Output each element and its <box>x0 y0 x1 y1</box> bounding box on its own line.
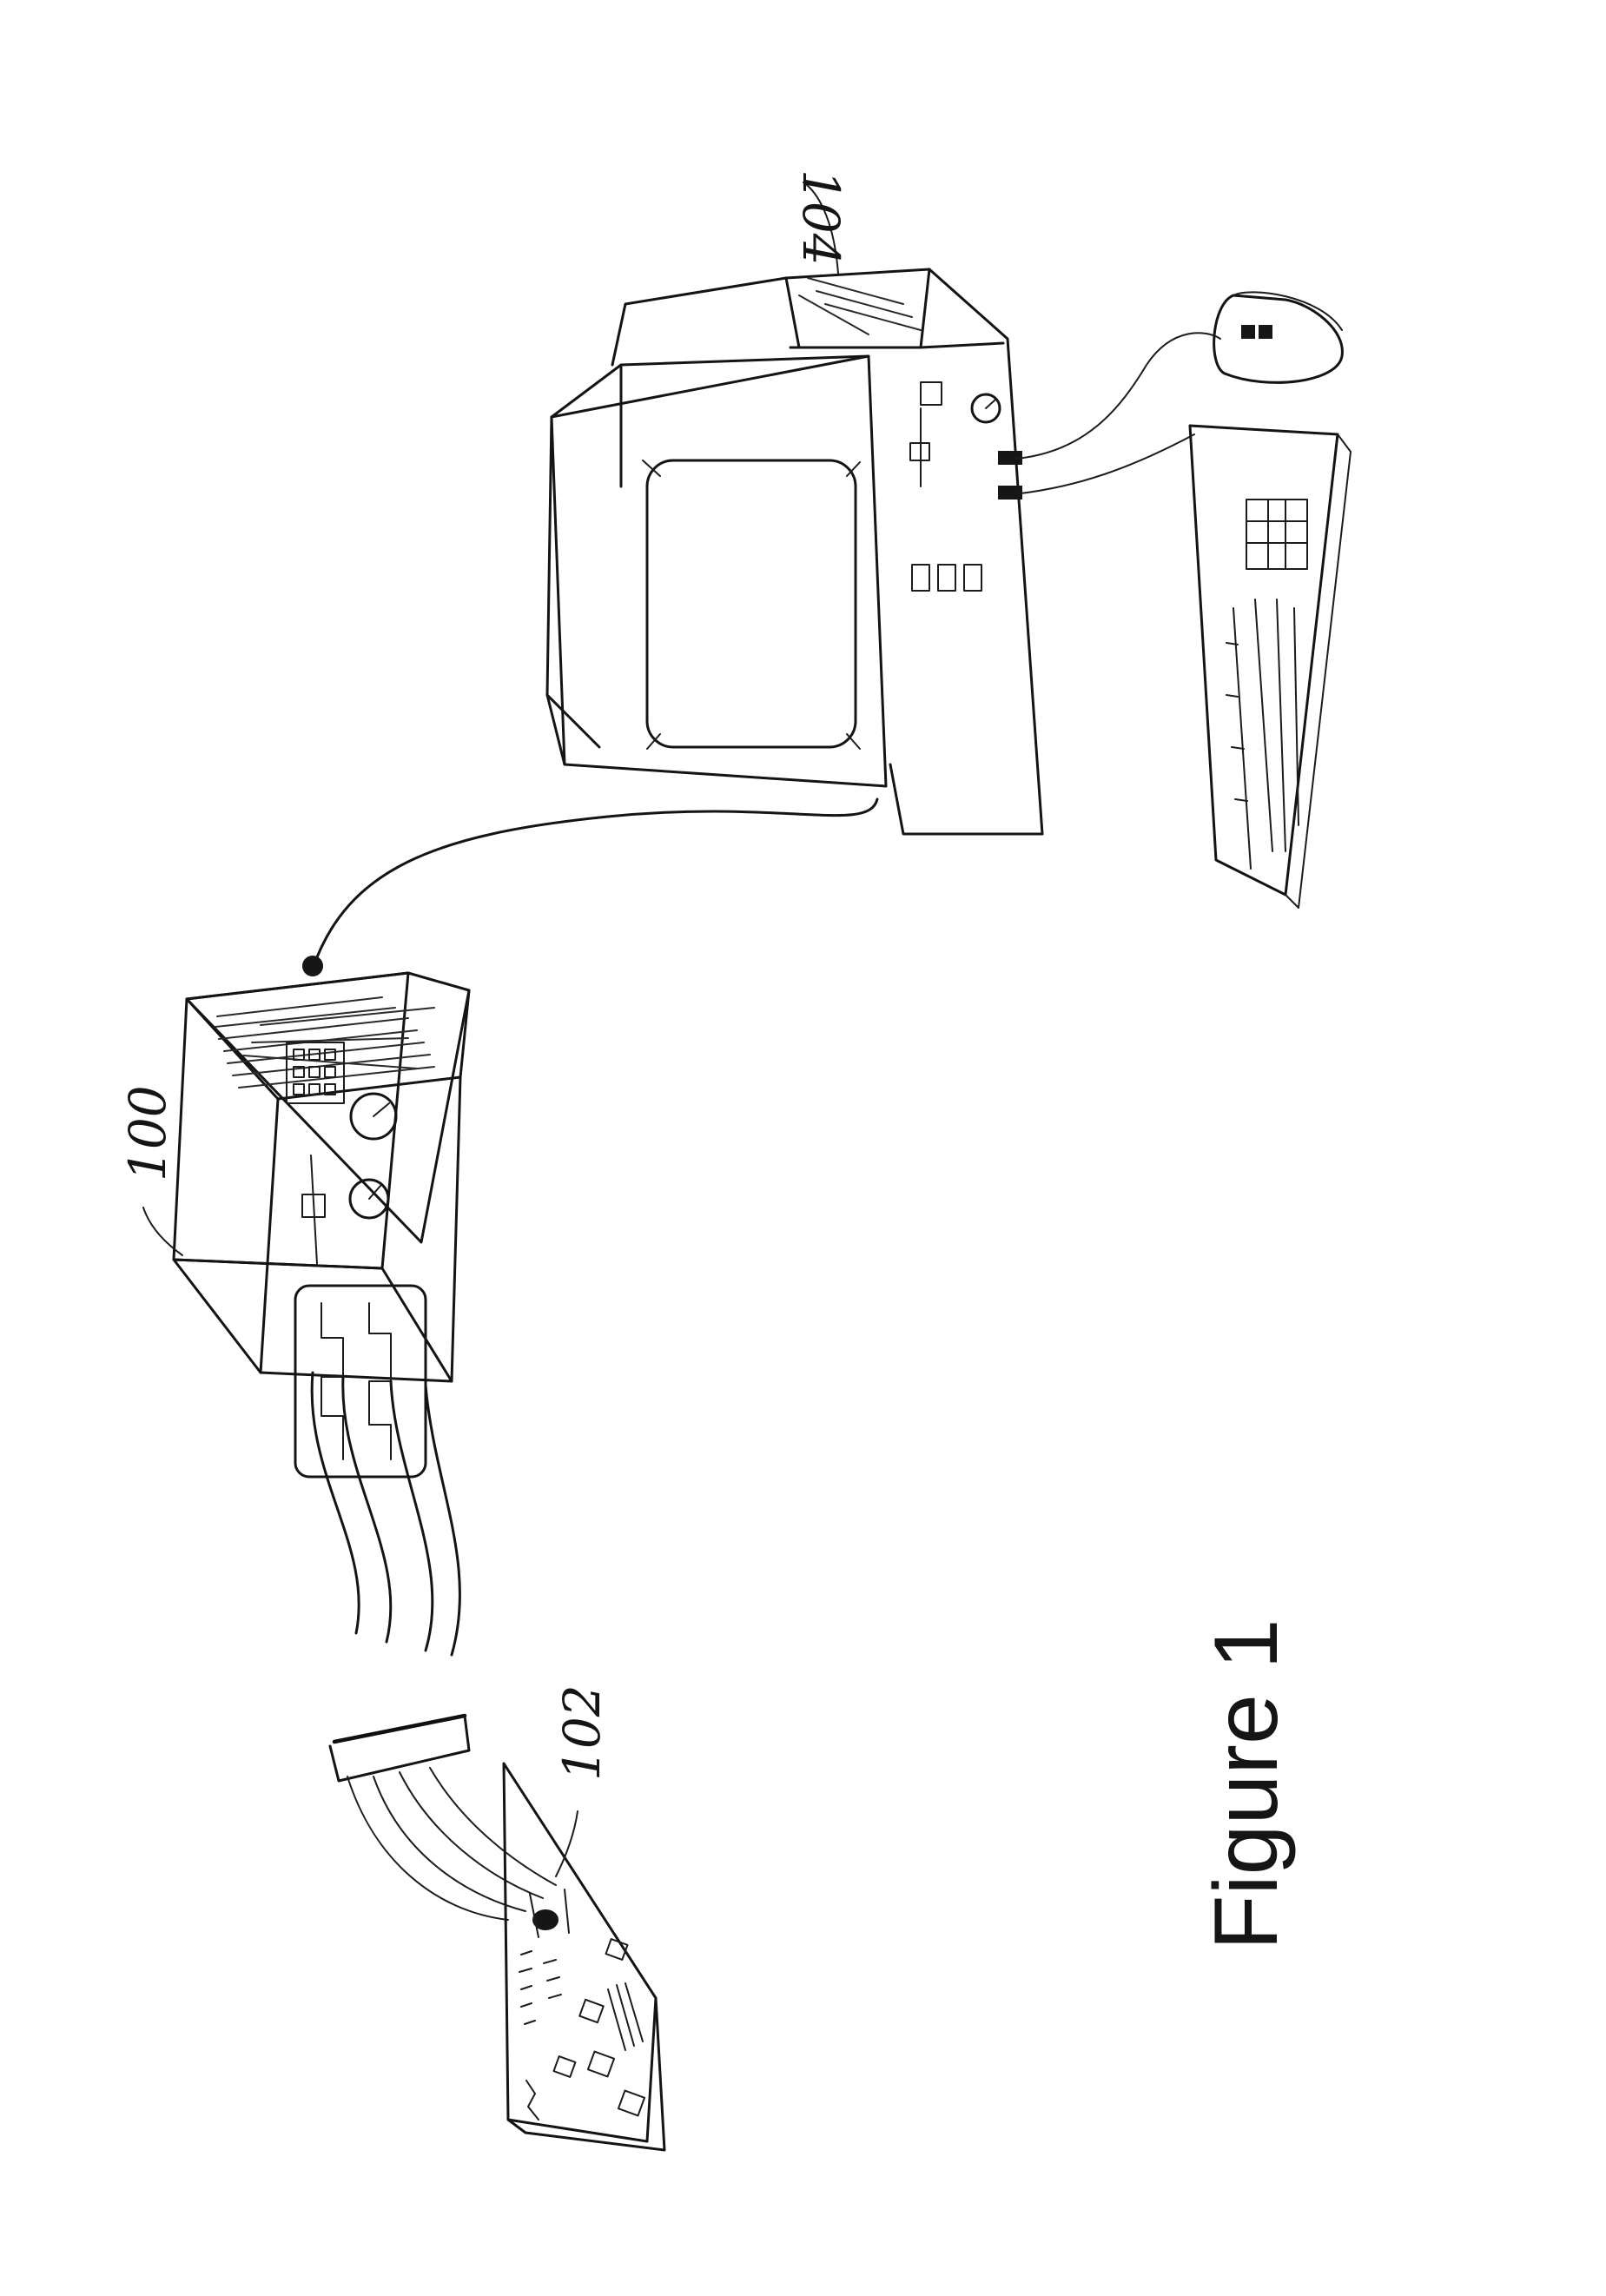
computer-tower <box>611 268 1044 836</box>
drive-bay <box>911 564 930 592</box>
ref-numeral-100: 100 <box>118 1085 177 1181</box>
circuit-board <box>502 1762 666 2152</box>
keyboard-outline <box>1188 424 1339 897</box>
figure-caption: Figure 1 <box>1196 1618 1297 1950</box>
keyboard-numpad <box>1246 499 1308 570</box>
instrument-dial-small <box>348 1178 390 1220</box>
computer-keyboard <box>1020 424 1352 909</box>
probe-cable <box>310 1371 557 1921</box>
waveform-trace-2 <box>368 1302 392 1460</box>
leader-line-102 <box>555 1810 578 1877</box>
board-traces <box>607 1982 644 2051</box>
instrument-scope-screen <box>294 1284 427 1479</box>
mouse-button <box>1241 325 1255 339</box>
mouse-cable <box>1015 332 1221 460</box>
instrument-slider-track <box>310 1155 318 1265</box>
instrument-side-face <box>172 1258 453 1383</box>
instrument-keypad <box>286 1042 345 1104</box>
instrument-top-face <box>172 971 410 1270</box>
port-keyboard <box>998 486 1022 500</box>
leader-line-100 <box>142 1207 183 1256</box>
instrument-front-face <box>185 971 471 1244</box>
board-zigzag-trace <box>525 2080 539 2121</box>
test-instrument <box>172 956 471 1479</box>
tower-dial <box>970 393 1001 424</box>
tower-slider-knob <box>909 442 930 461</box>
tower-switch <box>920 381 942 406</box>
leader-line-104 <box>803 182 839 275</box>
probe-tip <box>532 1909 558 1930</box>
cable-clamp <box>332 1713 467 1744</box>
instrument-panel-face <box>259 1075 462 1383</box>
instrument-dial-large <box>349 1092 398 1141</box>
computer-mouse <box>1015 291 1344 460</box>
board-chip <box>605 1938 629 1961</box>
keyboard-key-rows <box>1233 599 1299 870</box>
circuit-board-outline <box>502 1762 658 2143</box>
ref-numeral-104: 104 <box>791 169 850 266</box>
ref-numeral-102: 102 <box>552 1684 611 1781</box>
board-pins <box>519 1950 536 2025</box>
monitor-front <box>550 354 888 788</box>
waveform-trace-1 <box>321 1302 344 1460</box>
serial-cable <box>311 797 879 970</box>
computer-monitor <box>545 354 888 788</box>
instrument-slider-knob <box>301 1194 326 1218</box>
monitor-screen <box>645 459 857 749</box>
keyboard-cable <box>1020 433 1195 494</box>
mouse-body <box>1213 294 1344 384</box>
tower-top <box>611 276 801 367</box>
